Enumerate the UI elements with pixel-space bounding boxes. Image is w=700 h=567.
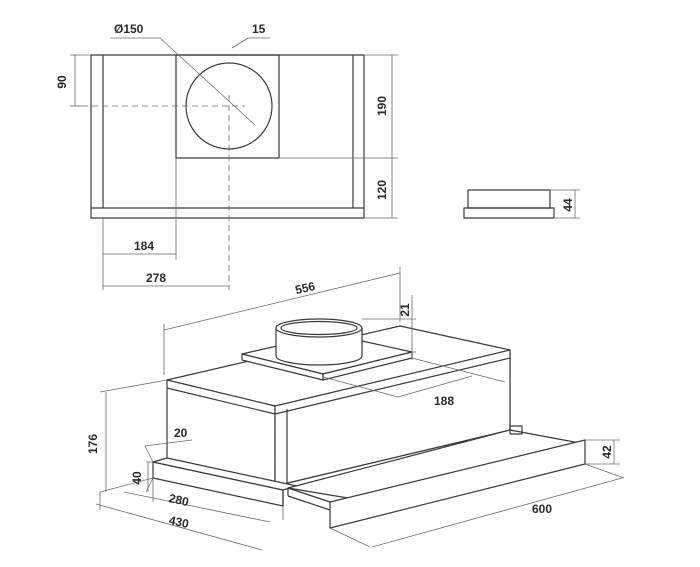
- label-front-278: 278: [146, 271, 166, 285]
- label-front-184: 184: [134, 239, 154, 253]
- label-width-430: 430: [168, 513, 191, 531]
- label-drawer-42: 42: [600, 445, 614, 459]
- label-height-120: 120: [375, 180, 389, 200]
- label-profile-44: 44: [561, 198, 575, 212]
- label-collar-21: 21: [398, 303, 412, 317]
- label-side-90: 90: [55, 75, 69, 89]
- profile-view: [463, 189, 580, 219]
- label-collar-188: 188: [434, 394, 454, 408]
- isometric-view: [95, 267, 625, 551]
- duct-plate: [175, 54, 280, 159]
- label-duct-diameter: Ø150: [114, 22, 144, 36]
- label-height-190: 190: [375, 96, 389, 116]
- label-depth-556: 556: [294, 279, 317, 297]
- label-front-40: 40: [130, 471, 144, 485]
- label-height-176: 176: [86, 434, 100, 454]
- label-lip-20: 20: [174, 426, 188, 440]
- label-width-280: 280: [168, 491, 191, 509]
- duct-collar-top: [275, 318, 363, 338]
- label-offset-15: 15: [252, 22, 266, 36]
- top-view: [70, 37, 398, 290]
- label-drawer-600: 600: [532, 502, 552, 516]
